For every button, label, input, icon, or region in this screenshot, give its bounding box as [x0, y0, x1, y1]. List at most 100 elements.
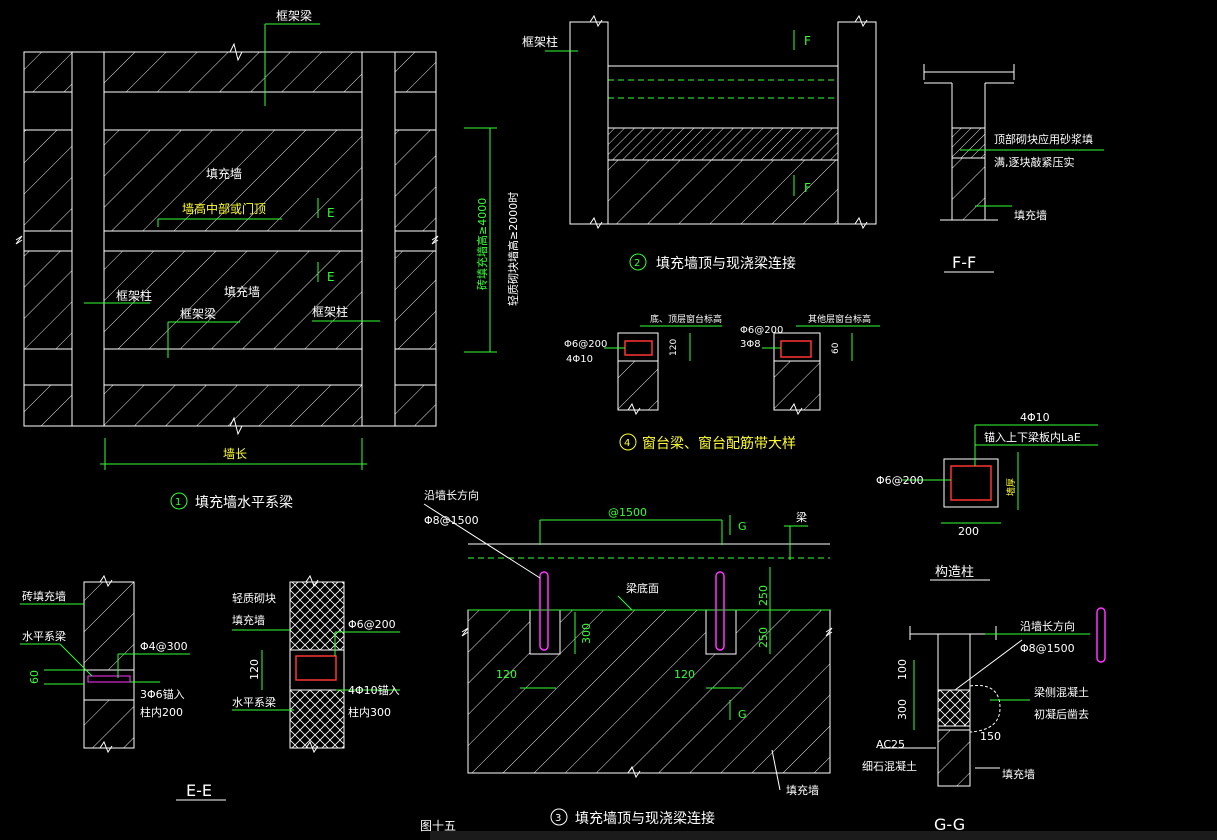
detail-marker-circle — [619, 433, 637, 451]
cut-mark-g2: G — [738, 708, 747, 721]
break-mark — [627, 765, 641, 779]
brick-tie-beam — [83, 669, 135, 701]
dim-120-b: 120 — [674, 668, 695, 681]
detail-gg-section — [880, 607, 1106, 835]
viewport-bottom-strip — [430, 831, 1217, 840]
height-note-1: 砖填充墙高≥4000 — [475, 198, 489, 290]
detail-4-title: 窗台梁、窗台配筋带大样 — [642, 435, 796, 452]
break-mark — [589, 216, 603, 230]
label-light-block: 轻质砌块 — [232, 591, 276, 605]
cut-mark-f1: F — [804, 34, 811, 48]
dim-150: 150 — [980, 730, 1001, 743]
note-line-1: 梁侧混凝土 — [1034, 685, 1089, 699]
label-tie-2: 水平系梁 — [232, 695, 276, 709]
cut-mark-e1: E — [327, 206, 335, 220]
label-mid-height: 墙高中部或门顶 — [182, 201, 266, 216]
break-mark — [789, 402, 803, 416]
detail-3-wall-top-dowels — [423, 503, 833, 826]
column-wall-thk: 墙厚 — [1005, 478, 1017, 496]
detail-ff-text: 顶部砌块应用砂浆填 满,逐块敲紧压实 填充墙 F-F — [952, 132, 1093, 272]
break-mark — [627, 402, 641, 416]
detail-ee-title: E-E — [186, 781, 212, 800]
break-mark — [461, 627, 469, 637]
infill-wall-block — [951, 157, 986, 221]
column-stirrup: Φ6@200 — [876, 474, 924, 487]
right-bars: 3Φ8 — [740, 339, 761, 350]
label-infill: 填充墙 — [786, 783, 819, 797]
break-mark — [305, 574, 319, 588]
detail-constructional-column — [902, 424, 1098, 581]
column-bars: 4Φ10 — [1020, 411, 1050, 424]
detail-3-title: 填充墙顶与现浇梁连接 — [575, 810, 715, 827]
cut-mark-f2: F — [804, 181, 811, 195]
label-stirrup: Φ4@300 — [140, 640, 188, 653]
break-mark — [229, 416, 243, 436]
detail-marker-circle — [170, 492, 188, 510]
detail-1-title: 填充墙水平系梁 — [195, 495, 293, 511]
detail-marker-circle — [629, 253, 647, 271]
break-mark — [854, 14, 868, 28]
detail-ff-section — [923, 64, 1104, 273]
detail-gg-text: 沿墙长方向 Φ8@1500 100 300 梁侧混凝土 初凝后凿去 150 AC… — [862, 619, 1089, 834]
dim-250-b: 250 — [757, 627, 770, 648]
leader-line — [617, 595, 633, 611]
note-line-1: 顶部砌块应用砂浆填 — [994, 132, 1093, 146]
break-mark — [589, 14, 603, 28]
frame-column-left — [569, 21, 609, 225]
top-course-block — [951, 127, 986, 159]
label-frame-beam: 框架梁 — [180, 306, 216, 321]
break-mark — [431, 235, 439, 245]
dim-100: 100 — [896, 659, 909, 680]
break-mark — [825, 627, 833, 637]
label-frame-column-left: 框架柱 — [116, 288, 152, 303]
cut-mark-g1: G — [738, 520, 747, 533]
detail-3-marker: 3 — [555, 813, 561, 824]
dim-120: 120 — [248, 659, 261, 680]
frame-column-left — [71, 51, 105, 427]
label-frame-column-right: 框架柱 — [312, 304, 348, 319]
detail-1-marker: 1 — [175, 497, 181, 508]
break-mark — [854, 216, 868, 230]
dim-300: 300 — [580, 623, 593, 644]
label-tie-beam: 水平系梁 — [22, 629, 66, 643]
label-infill: 填充墙 — [1002, 767, 1035, 781]
label-infill: 填充墙 — [1014, 208, 1047, 222]
cut-mark-e2: E — [327, 270, 335, 284]
detail-column-text: 4Φ10 锚入上下梁板内LaE Φ6@200 200 墙厚 构造柱 — [876, 411, 1081, 580]
dim-300: 300 — [896, 699, 909, 720]
detail-4-marker: 4 — [624, 438, 630, 449]
label-direction: 沿墙长方向 — [1020, 619, 1075, 633]
right-stirrup: Φ6@200 — [740, 325, 783, 336]
label-col-2: 柱内300 — [348, 705, 391, 719]
detail-2-wall-top — [545, 14, 877, 271]
left-bars: 4Φ10 — [566, 354, 593, 365]
detail-1-text: 框架梁 填充墙 墙高中部或门顶 E E 填充墙 框架柱 框架梁 框架柱 墙长 1… — [116, 8, 520, 511]
detail-4-sill-beam — [604, 325, 880, 451]
detail-3-text: 沿墙长方向 Φ8@1500 @1500 G 梁 梁底面 250 250 300 … — [420, 488, 819, 833]
right-note: 其他层窗台标高 — [808, 313, 871, 325]
label-stirrup-2: Φ6@200 — [348, 618, 396, 631]
leader-line — [771, 749, 781, 791]
label-concrete-grade: AC25 — [876, 738, 905, 751]
label-infill: 填充墙 — [232, 613, 265, 627]
leader-line — [59, 643, 93, 677]
column-outline — [943, 458, 999, 508]
left-note: 底、顶层窗台标高 — [650, 313, 722, 325]
dowel-bar — [1096, 607, 1106, 663]
detail-ee-text: 砖填充墙 水平系梁 Φ4@300 60 3Φ6锚入 柱内200 轻质砌块 填充墙… — [22, 589, 400, 800]
label-bar: Φ8@1500 — [1020, 642, 1075, 655]
label-brick-wall: 砖填充墙 — [22, 589, 66, 603]
infill-wall-top-course — [607, 127, 839, 161]
brick-tie-bars — [87, 675, 131, 683]
right-dim: 60 — [831, 342, 841, 354]
label-infill-wall-2: 填充墙 — [224, 284, 260, 299]
label-infill-wall: 填充墙 — [206, 166, 242, 181]
chipped-concrete-outline — [969, 684, 1001, 733]
detail-2-title: 填充墙顶与现浇梁连接 — [656, 255, 796, 272]
break-mark — [99, 574, 113, 588]
column-title: 构造柱 — [935, 565, 974, 580]
label-direction: 沿墙长方向 — [424, 488, 479, 502]
break-mark — [15, 235, 23, 245]
left-dim: 120 — [669, 339, 679, 356]
